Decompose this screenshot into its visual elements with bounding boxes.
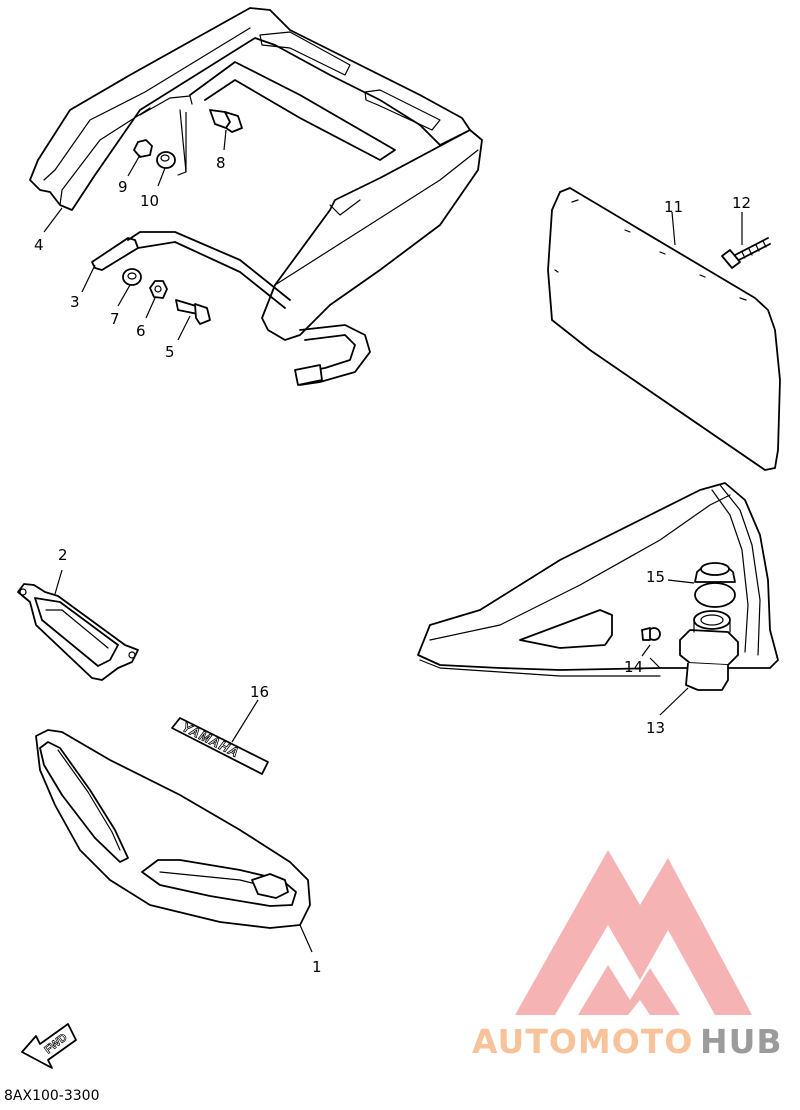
callout-1: 1 <box>312 958 322 976</box>
part-12-screw <box>721 237 771 269</box>
part-16-decal: YAMAHA <box>171 717 269 775</box>
callout-7: 7 <box>110 310 120 328</box>
part-2-reflector <box>17 583 139 681</box>
callout-labels: 1 2 3 4 5 6 7 8 9 10 11 12 13 14 15 16 <box>34 154 751 976</box>
callout-4: 4 <box>34 236 44 254</box>
callout-13: 13 <box>646 719 665 737</box>
lamp-housing <box>417 482 779 677</box>
automotohub-logo: AUTOMOTO HUB <box>472 850 783 1061</box>
callout-3: 3 <box>70 293 80 311</box>
part-5-bolt <box>175 299 211 325</box>
callout-2: 2 <box>58 546 68 564</box>
callout-15: 15 <box>646 568 665 586</box>
part-11-panel <box>547 187 781 471</box>
callout-9: 9 <box>118 178 128 196</box>
part-13-socket <box>679 610 739 691</box>
decal-yamaha-text: YAMAHA <box>180 719 242 760</box>
part-1-cowl <box>35 729 311 929</box>
brand-hub-text: HUB <box>700 1022 783 1061</box>
part-10-washer <box>156 151 176 169</box>
callout-8: 8 <box>216 154 226 172</box>
fwd-arrow-icon: FWD <box>21 1023 77 1069</box>
part-8-bolt <box>209 109 243 133</box>
callout-10: 10 <box>140 192 159 210</box>
callout-14: 14 <box>624 658 643 676</box>
callout-5: 5 <box>165 343 175 361</box>
part-9-nut <box>133 139 153 158</box>
leader-lines <box>43 112 743 953</box>
part-3-bar <box>91 231 371 386</box>
part-6-nut <box>149 280 168 299</box>
callout-16: 16 <box>250 683 269 701</box>
callout-11: 11 <box>664 198 683 216</box>
callout-6: 6 <box>136 322 146 340</box>
brand-automoto-text: AUTOMOTO <box>472 1022 693 1061</box>
part-7-washer <box>122 268 142 286</box>
part-14-bulb <box>641 627 661 641</box>
part-4-rear-frame <box>29 7 483 341</box>
diagram-code: 8AX100-3300 <box>4 1088 99 1104</box>
part-15-cap <box>694 562 736 608</box>
callout-12: 12 <box>732 194 751 212</box>
